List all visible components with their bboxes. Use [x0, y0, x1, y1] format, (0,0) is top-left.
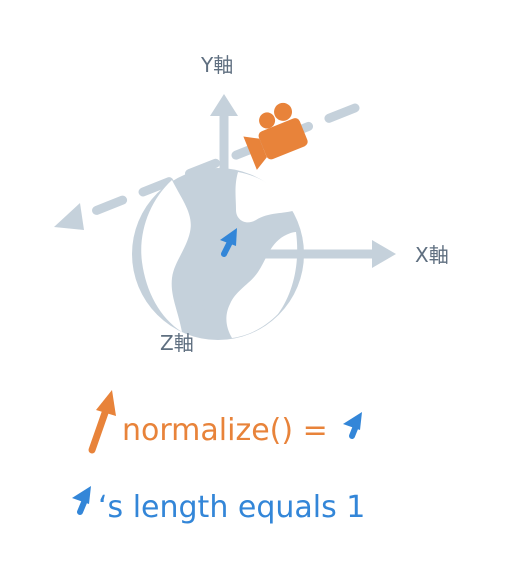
blue-unit-arrow-icon [343, 412, 362, 439]
z-axis-arrowhead [190, 306, 216, 328]
view-direction-arrowhead [54, 203, 84, 230]
blue-note-arrow-icon [72, 486, 91, 515]
globe-land-left [141, 180, 191, 332]
y-axis-label: Y軸 [200, 53, 233, 77]
unit-vector-arrow-icon [220, 228, 237, 257]
x-axis-arrowhead [372, 240, 396, 268]
x-axis-label: X軸 [415, 243, 449, 267]
globe-land-top-right [235, 172, 296, 223]
view-direction-line [54, 103, 360, 230]
normalize-equation: normalize() = [122, 413, 328, 448]
length-note: ‘s length equals 1 [98, 490, 365, 525]
y-axis [210, 94, 238, 257]
x-axis [217, 240, 396, 268]
z-axis-label: Z軸 [160, 331, 194, 355]
z-axis [190, 251, 227, 328]
y-axis-arrowhead [210, 94, 238, 116]
orange-vector-arrow-icon [88, 390, 116, 454]
video-camera-icon [243, 102, 308, 170]
